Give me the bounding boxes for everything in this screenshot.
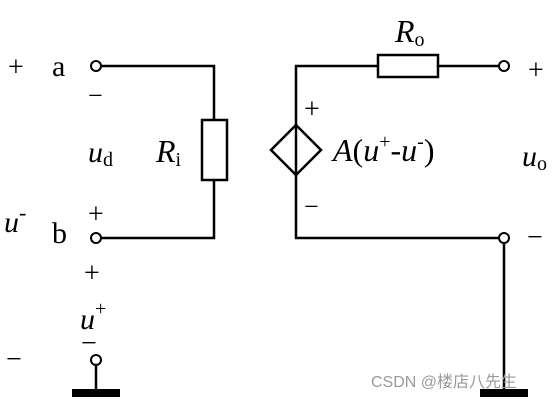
- label-ud-sub: d: [103, 149, 113, 171]
- label-gain-close: ): [424, 132, 435, 168]
- ground-symbol-right: [480, 389, 528, 397]
- label-gain-sup1: +: [379, 131, 390, 153]
- label-gain-dash: -: [390, 132, 401, 168]
- label-ri-sub: i: [176, 149, 182, 171]
- label-minus-a: −: [88, 81, 103, 110]
- terminal-output-minus: [498, 232, 510, 244]
- wire-source-to-output-minus: [294, 173, 501, 240]
- label-minus-out: −: [527, 222, 543, 253]
- label-uo: uo: [522, 140, 547, 175]
- label-gain-a: A: [331, 132, 353, 168]
- label-ri-var: R: [155, 133, 176, 169]
- label-gain-u2: u: [401, 132, 417, 168]
- ground-symbol-left: [72, 389, 120, 397]
- input-network: [90, 60, 229, 244]
- wire-ri-to-b: [99, 178, 216, 240]
- label-u-minus-var: u: [4, 206, 19, 239]
- output-network: [269, 53, 528, 397]
- label-node-b: b: [52, 217, 67, 250]
- input-resistor-ri: [200, 118, 229, 182]
- label-u-minus: u-: [4, 200, 26, 239]
- label-ud-var: u: [88, 136, 103, 169]
- output-resistor-ro: [376, 53, 440, 79]
- label-u-minus-sup: -: [19, 200, 26, 225]
- label-ro: Ro: [394, 13, 425, 51]
- watermark: CSDN @楼店八先生: [371, 373, 517, 391]
- label-ri: Ri: [155, 133, 182, 171]
- label-plus-a: +: [8, 52, 24, 83]
- wire-source-to-ro: [294, 64, 380, 127]
- label-gain-open: (: [353, 132, 364, 168]
- terminal-output-plus: [498, 60, 510, 72]
- label-uo-sub: o: [537, 153, 547, 175]
- label-ro-sub: o: [415, 29, 425, 51]
- label-gain-sup2: -: [417, 131, 424, 153]
- label-gain-u1: u: [363, 132, 379, 168]
- label-plus-out: +: [528, 55, 544, 86]
- label-minus-left: −: [6, 344, 22, 375]
- label-u-plus-var: u: [80, 303, 95, 336]
- label-ro-var: R: [394, 13, 415, 49]
- label-plus-u-plus: +: [84, 258, 100, 289]
- label-ud: ud: [88, 136, 113, 171]
- terminal-a: [90, 60, 102, 72]
- label-minus-source: −: [304, 192, 319, 221]
- label-uo-var: u: [522, 140, 537, 173]
- wire-a-to-ri: [99, 64, 216, 122]
- label-u-plus-sup: +: [95, 298, 106, 320]
- label-gain: A(u+-u-): [331, 131, 434, 168]
- label-plus-source: +: [304, 94, 320, 125]
- label-u-plus: u+: [80, 298, 106, 336]
- u-plus-ground: [72, 354, 120, 397]
- label-bar-u-plus: −: [81, 328, 97, 359]
- label-node-a: a: [52, 50, 65, 83]
- label-plus-b: +: [88, 199, 104, 230]
- terminal-b: [90, 232, 102, 244]
